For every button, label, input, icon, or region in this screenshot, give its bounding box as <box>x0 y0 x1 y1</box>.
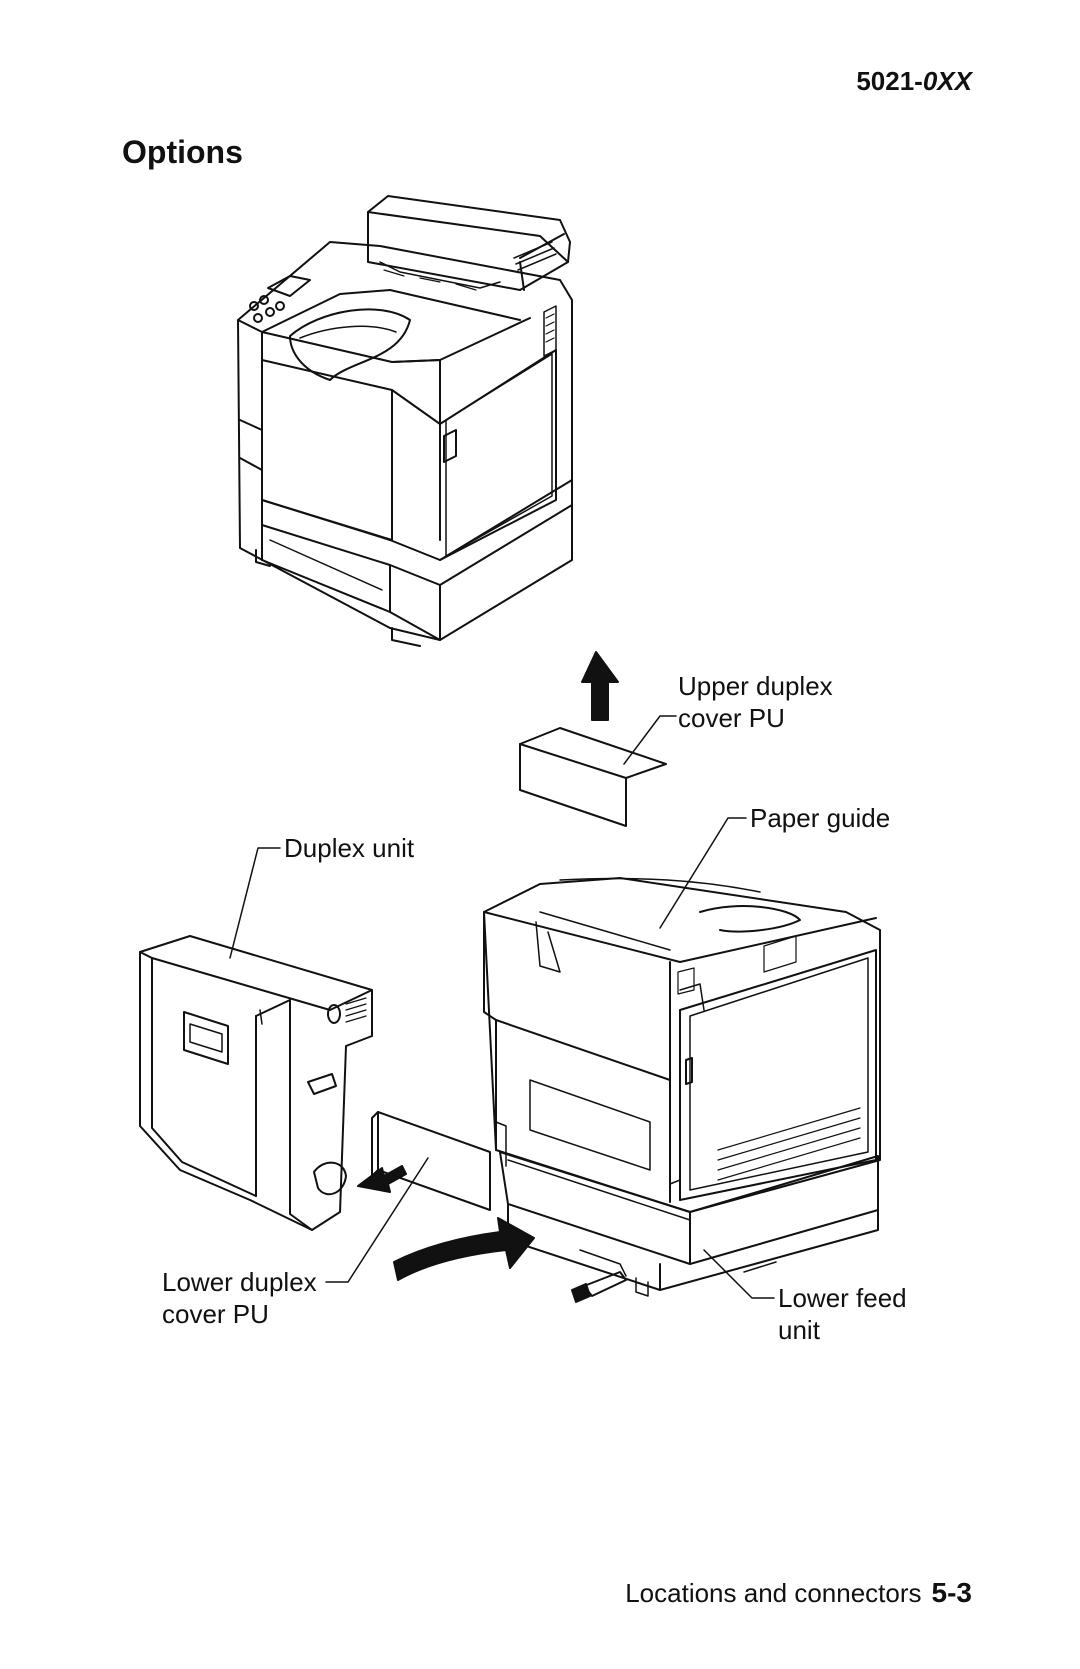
install-arrow <box>394 1218 534 1280</box>
lower-duplex-cover-pu <box>372 1112 490 1210</box>
printer-assembly-right <box>484 878 880 1302</box>
page-footer: Locations and connectors 5-3 <box>625 1577 972 1609</box>
duplex-unit-leader <box>230 848 280 958</box>
lower-duplex-arrow <box>358 1166 406 1192</box>
paper-guide-leader <box>660 818 746 928</box>
lower-duplex-leader <box>326 1158 428 1282</box>
paper-guide-label: Paper guide <box>750 803 891 833</box>
upper-duplex-cover-pu-label: Upper duplex cover PU <box>678 671 833 733</box>
page-number: 5-3 <box>931 1577 972 1608</box>
printer-assembly-top <box>238 196 572 646</box>
duplex-unit <box>140 936 372 1230</box>
section-title: Options <box>122 134 243 170</box>
upper-duplex-cover-pu <box>520 728 666 826</box>
model-number: 5021-0XX <box>856 66 972 96</box>
callout-leaders <box>230 716 774 1298</box>
duplex-unit-label: Duplex unit <box>284 833 415 863</box>
lower-feed-leader <box>704 1250 774 1298</box>
model-suffix: 0XX <box>922 66 972 96</box>
footer-section-label: Locations and connectors <box>625 1578 922 1608</box>
upper-duplex-leader <box>624 716 676 764</box>
lower-feed-unit-label: Lower feed unit <box>778 1283 907 1345</box>
upper-duplex-arrow <box>582 652 618 720</box>
lower-duplex-cover-pu-label: Lower duplex cover PU <box>162 1267 317 1329</box>
